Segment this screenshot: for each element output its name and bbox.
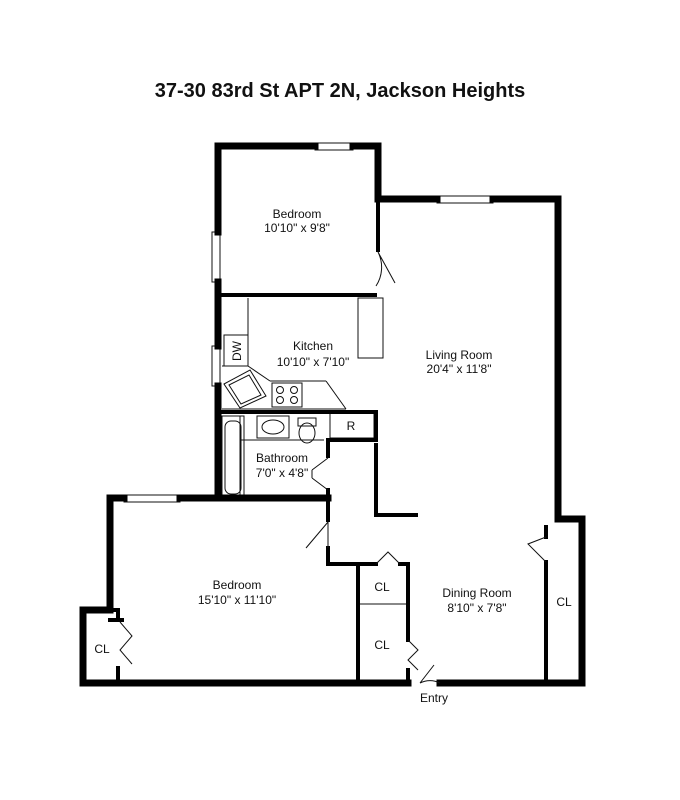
- room-name-bedroom-top: Bedroom: [273, 207, 322, 221]
- wall: [349, 142, 441, 203]
- dishwasher: [223, 334, 249, 367]
- bathtub-basin: [224, 420, 242, 495]
- closet-label: CL: [374, 638, 390, 652]
- room-dims-bedroom-top: 10'10" x 9'8": [264, 221, 330, 235]
- room-name-living-room: Living Room: [426, 348, 493, 362]
- window: [211, 231, 221, 283]
- kitchen-sink-basin: [228, 374, 262, 405]
- bath-sink: [256, 415, 290, 439]
- door-swing: [311, 457, 329, 491]
- kitchen-counter-line: [247, 365, 271, 382]
- labels-layer: Bedroom 10'10" x 9'8" Kitchen 10'10" x 7…: [94, 207, 572, 705]
- entry-door-swing: [419, 664, 441, 684]
- closet-label: CL: [556, 595, 572, 609]
- stove: [271, 382, 303, 408]
- room-dims-bedroom-bottom: 15'10" x 11'10": [198, 593, 276, 607]
- walls-layer: [79, 142, 586, 687]
- entry-label: Entry: [420, 691, 448, 705]
- wall: [326, 546, 378, 566]
- kitchen-counter-line: [325, 380, 347, 410]
- doors-layer: [119, 251, 547, 684]
- wall: [81, 608, 120, 622]
- kitchen-counter-block: [357, 297, 384, 359]
- toilet-tank: [297, 417, 317, 427]
- wall: [489, 195, 586, 687]
- wall: [374, 443, 418, 517]
- window: [436, 195, 494, 204]
- stove-burner: [290, 396, 298, 404]
- refrigerator-label: R: [347, 419, 356, 433]
- room-name-dining-room: Dining Room: [442, 586, 511, 600]
- fixtures-layer: [221, 297, 408, 605]
- plan-title: 37-30 83rd St APT 2N, Jackson Heights: [154, 80, 526, 102]
- stove-burner: [276, 396, 284, 404]
- dishwasher-label: DW: [230, 340, 244, 361]
- room-name-kitchen: Kitchen: [293, 339, 333, 353]
- window: [211, 345, 221, 387]
- stove-burner: [276, 386, 284, 394]
- room-name-bathroom: Bathroom: [256, 451, 308, 465]
- window: [314, 142, 354, 151]
- door-swing: [407, 639, 419, 671]
- wall: [398, 562, 410, 642]
- room-name-bedroom-bottom: Bedroom: [213, 578, 262, 592]
- kitchen-sink: [223, 369, 267, 409]
- door-swing: [305, 521, 329, 549]
- door-swing: [375, 251, 396, 287]
- wall: [216, 410, 378, 442]
- door-swing: [527, 536, 547, 563]
- door-swing: [119, 621, 133, 665]
- toilet-bowl: [298, 422, 316, 444]
- closet-label: CL: [94, 642, 110, 656]
- room-dims-living-room: 20'4" x 11'8": [427, 362, 492, 376]
- bath-sink-basin: [261, 419, 285, 435]
- room-dims-dining-room: 8'10" x 7'8": [447, 601, 506, 615]
- door-swing: [375, 551, 401, 565]
- room-dims-bathroom: 7'0" x 4'8": [256, 466, 308, 480]
- room-dims-kitchen: 10'10" x 7'10": [277, 355, 350, 369]
- window: [123, 494, 181, 503]
- closet-label: CL: [374, 580, 390, 594]
- stove-burner: [290, 386, 298, 394]
